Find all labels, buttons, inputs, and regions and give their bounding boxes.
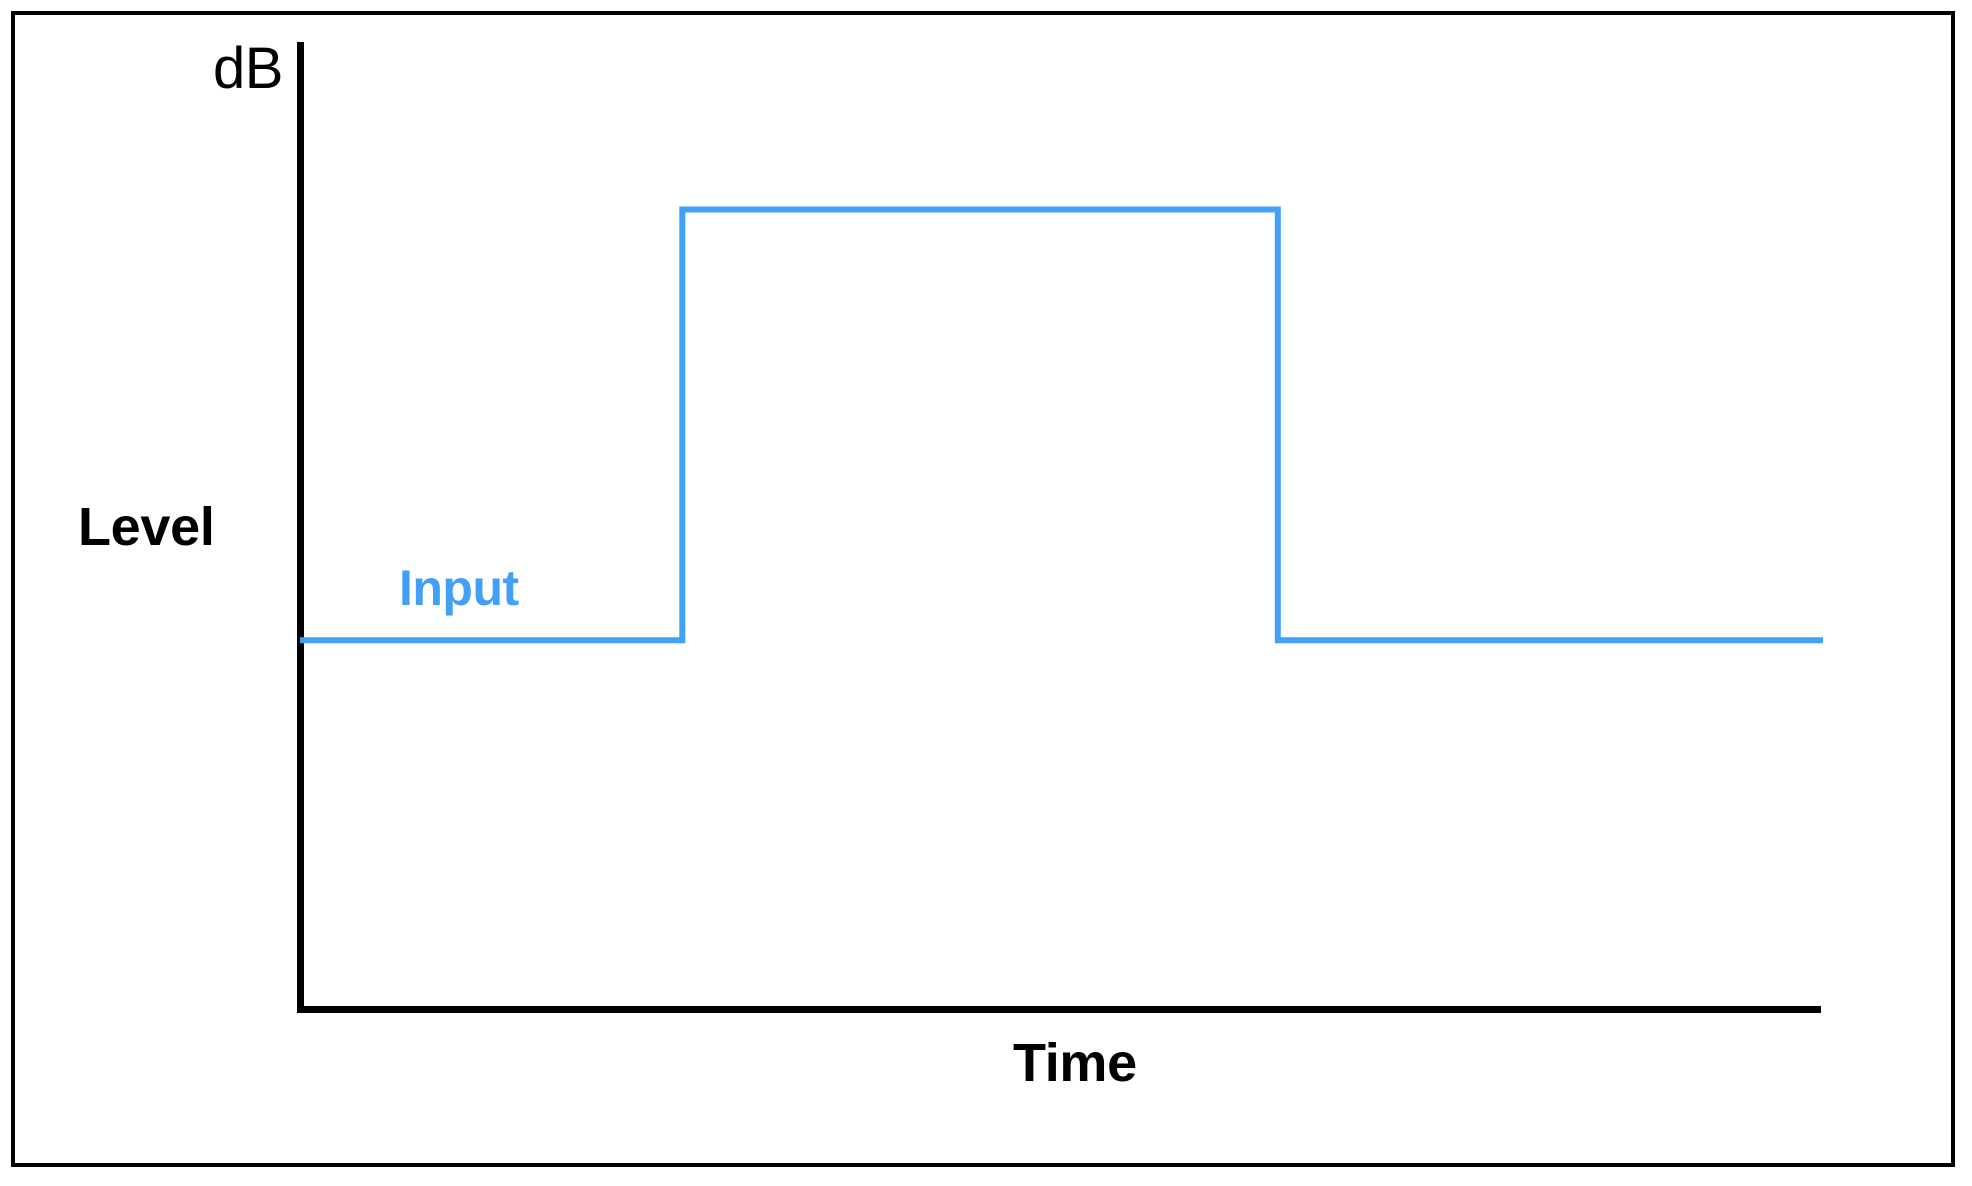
y-axis-title: Level: [78, 497, 215, 557]
series-label-input: Input: [399, 560, 519, 616]
figure-border: [11, 11, 1955, 1167]
input-signal-trace: [300, 206, 1823, 644]
y-axis-unit-label: dB: [213, 36, 283, 101]
x-axis-title: Time: [1013, 1033, 1137, 1093]
